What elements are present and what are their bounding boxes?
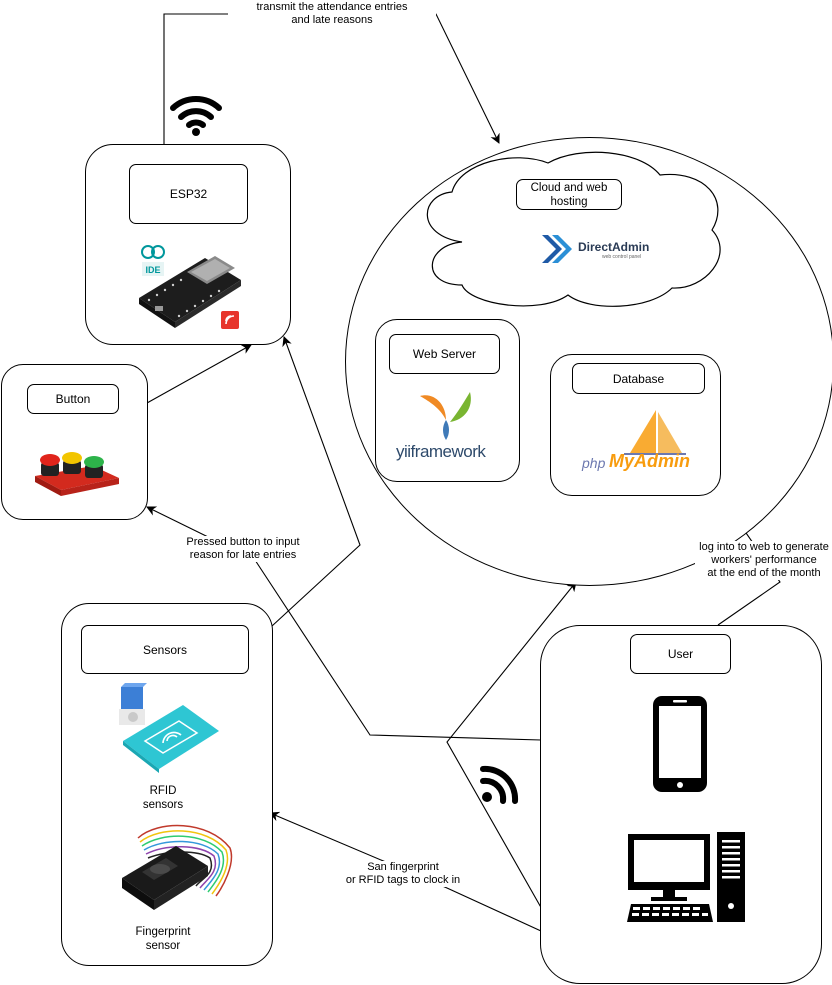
edge-button-to-esp32 [146, 344, 252, 404]
edge-login [717, 516, 781, 626]
cloud-title: Cloud and web hosting [516, 179, 622, 210]
sensors-title: Sensors [81, 625, 249, 674]
wifi-signal-icon [480, 765, 519, 804]
directadmin-chevron-icon [542, 235, 572, 263]
smartphone-icon [653, 696, 707, 792]
arduino-ide-icon: IDE [141, 245, 165, 276]
fingerprint-sensor-image [122, 824, 233, 910]
user-title: User [630, 634, 731, 674]
webserver-title: Web Server [389, 334, 500, 374]
edge-sensors-to-esp32 [271, 336, 361, 627]
edge-scan [269, 811, 542, 932]
esp32-board-image [139, 256, 241, 328]
svg-text:IDE: IDE [145, 265, 160, 275]
phpmyadmin-text-php: php [582, 455, 606, 471]
edge-user-to-button [146, 506, 542, 741]
phpmyadmin-text-myadmin: MyAdmin [609, 451, 690, 471]
button-module-image [35, 452, 119, 496]
directadmin-logo-text: DirectAdmin [578, 240, 650, 254]
espressif-logo [221, 311, 239, 329]
edge-transmit [163, 13, 500, 164]
arduino-ide-logo: IDE [140, 244, 166, 278]
edge-label-login: log into to web to generate workers' per… [695, 541, 832, 580]
phpmyadmin-logo: php MyAdmin [580, 408, 695, 474]
directadmin-logo-subtext: web control panel [602, 254, 642, 260]
fingerprint-caption: Fingerprint sensor [135, 926, 191, 952]
database-title: Database [572, 363, 705, 394]
directadmin-logo: DirectAdmin web control panel [540, 233, 660, 265]
phpmyadmin-sail-icon [624, 410, 686, 455]
user-box [540, 625, 822, 984]
yii-logo-text: yiiframework [396, 442, 486, 461]
esp32-title: ESP32 [129, 164, 248, 224]
wifi-icon [170, 96, 222, 136]
edge-user-to-cloud [446, 581, 577, 912]
rfid-caption: RFID sensors [142, 785, 184, 811]
yii-mark-icon [420, 392, 471, 440]
edge-label-scan: San fingerprint or RFID tags to clock in [333, 861, 473, 887]
edge-label-transmit: transmit the attendance entries and late… [228, 1, 436, 27]
desktop-computer-icon [627, 832, 745, 922]
edge-label-pressed: Pressed button to input reason for late … [168, 536, 318, 562]
rfid-sensor-image [119, 683, 219, 773]
button-title: Button [27, 384, 119, 414]
yii-logo: yiiframework [394, 390, 499, 461]
